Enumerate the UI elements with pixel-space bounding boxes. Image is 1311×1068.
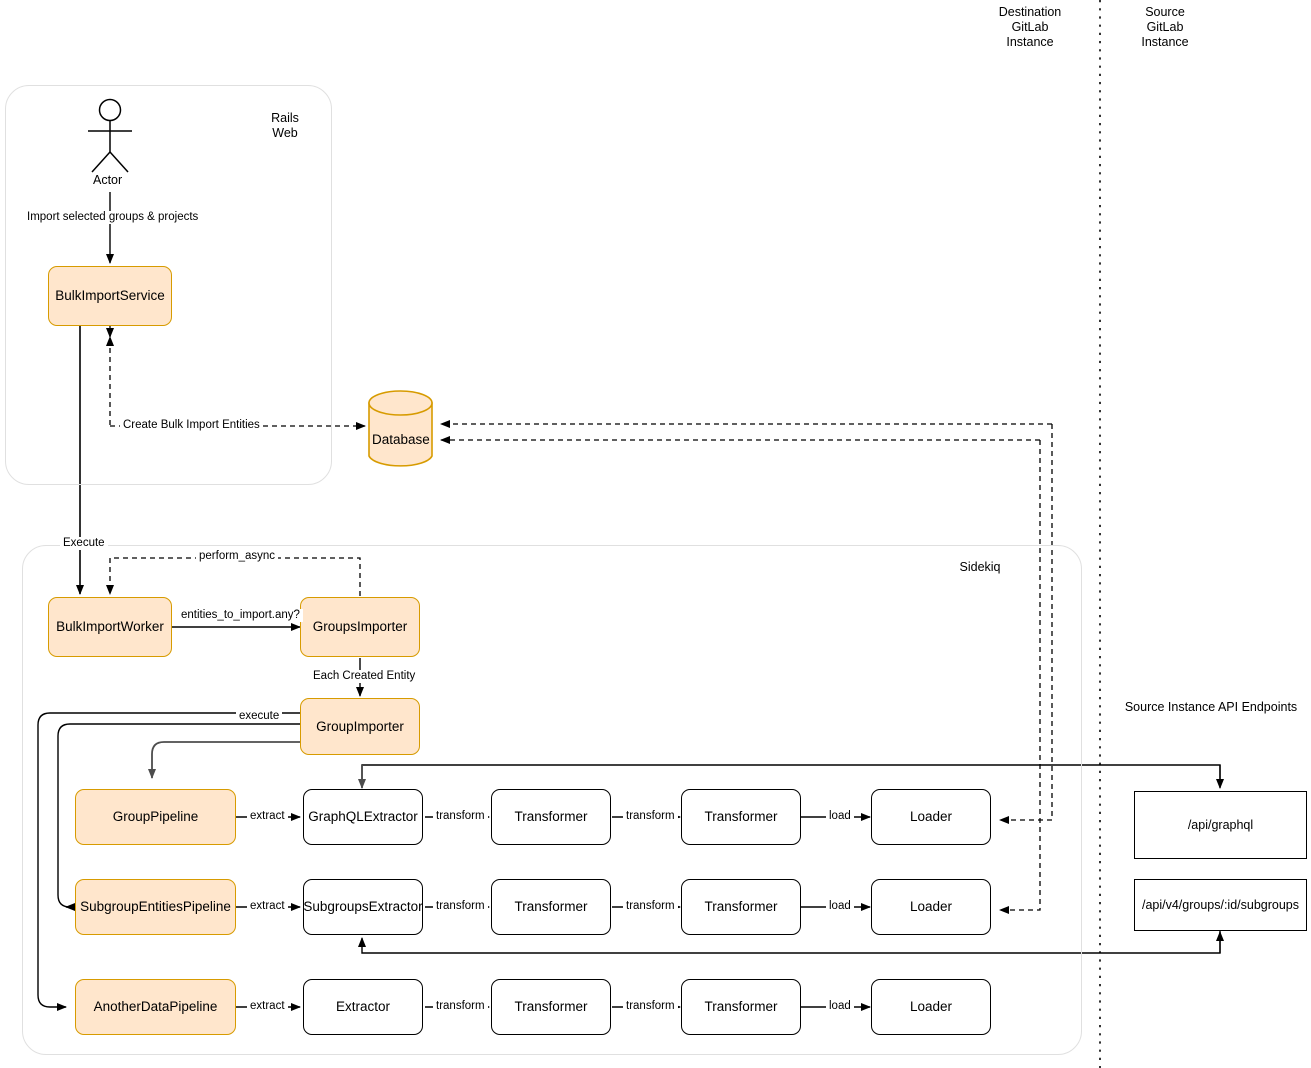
node-row2-transformer-a[interactable]: Transformer bbox=[491, 879, 611, 935]
edge-label-import-selected: Import selected groups & projects bbox=[24, 211, 202, 224]
node-bulk-import-worker[interactable]: BulkImportWorker bbox=[48, 597, 172, 657]
edge-label-extract-1: extract bbox=[247, 810, 288, 823]
destination-instance-label: Destination GitLab Instance bbox=[998, 5, 1062, 49]
edge-label-load-2: load bbox=[826, 900, 854, 913]
node-row2-loader[interactable]: Loader bbox=[871, 879, 991, 935]
zone-rails-web bbox=[5, 85, 332, 485]
edge-label-each-created-entity: Each Created Entity bbox=[310, 670, 419, 683]
edge-label-extract-3: extract bbox=[247, 1000, 288, 1013]
zone-sidekiq-label: Sidekiq bbox=[959, 560, 1001, 574]
node-graphql-extractor[interactable]: GraphQLExtractor bbox=[303, 789, 423, 845]
edge-label-transform-2a: transform bbox=[433, 900, 488, 913]
node-api-graphql[interactable]: /api/graphql bbox=[1134, 791, 1307, 859]
edge-label-transform-1b: transform bbox=[623, 810, 678, 823]
node-another-data-pipeline[interactable]: AnotherDataPipeline bbox=[75, 979, 236, 1035]
node-row1-loader[interactable]: Loader bbox=[871, 789, 991, 845]
node-extractor[interactable]: Extractor bbox=[303, 979, 423, 1035]
edge-label-create-bulk-import-entities: Create Bulk Import Entities bbox=[120, 419, 263, 432]
node-row1-transformer-a[interactable]: Transformer bbox=[491, 789, 611, 845]
node-bulk-import-service[interactable]: BulkImportService bbox=[48, 266, 172, 326]
node-subgroup-entities-pipeline[interactable]: SubgroupEntitiesPipeline bbox=[75, 879, 236, 935]
edge-label-transform-1a: transform bbox=[433, 810, 488, 823]
edge-label-load-1: load bbox=[826, 810, 854, 823]
node-subgroups-extractor[interactable]: SubgroupsExtractor bbox=[303, 879, 423, 935]
edge-label-transform-2b: transform bbox=[623, 900, 678, 913]
edge-label-perform-async: perform_async bbox=[196, 550, 279, 563]
node-row3-transformer-b[interactable]: Transformer bbox=[681, 979, 801, 1035]
node-row3-loader[interactable]: Loader bbox=[871, 979, 991, 1035]
actor-label: Actor bbox=[93, 173, 123, 187]
edge-label-execute: execute bbox=[236, 710, 283, 723]
edge-label-extract-2: extract bbox=[247, 900, 288, 913]
node-row1-transformer-b[interactable]: Transformer bbox=[681, 789, 801, 845]
node-group-pipeline[interactable]: GroupPipeline bbox=[75, 789, 236, 845]
edge-label-execute-down: Execute bbox=[60, 537, 108, 550]
api-section-heading: Source Instance API Endpoints bbox=[1124, 700, 1298, 714]
node-api-subgroups[interactable]: /api/v4/groups/:id/subgroups bbox=[1134, 879, 1307, 931]
edge-label-transform-3a: transform bbox=[433, 1000, 488, 1013]
zone-rails-web-label: Rails Web bbox=[271, 111, 299, 140]
zone-sidekiq bbox=[22, 545, 1082, 1055]
edge-label-entities-to-import: entities_to_import.any? bbox=[178, 609, 303, 622]
edge-label-transform-3b: transform bbox=[623, 1000, 678, 1013]
node-database[interactable] bbox=[368, 390, 433, 469]
node-group-importer[interactable]: GroupImporter bbox=[300, 698, 420, 755]
node-database-label: Database bbox=[372, 432, 430, 447]
edge-label-load-3: load bbox=[826, 1000, 854, 1013]
node-row2-transformer-b[interactable]: Transformer bbox=[681, 879, 801, 935]
node-row3-transformer-a[interactable]: Transformer bbox=[491, 979, 611, 1035]
source-instance-label: Source GitLab Instance bbox=[1141, 5, 1189, 49]
node-groups-importer[interactable]: GroupsImporter bbox=[300, 597, 420, 657]
